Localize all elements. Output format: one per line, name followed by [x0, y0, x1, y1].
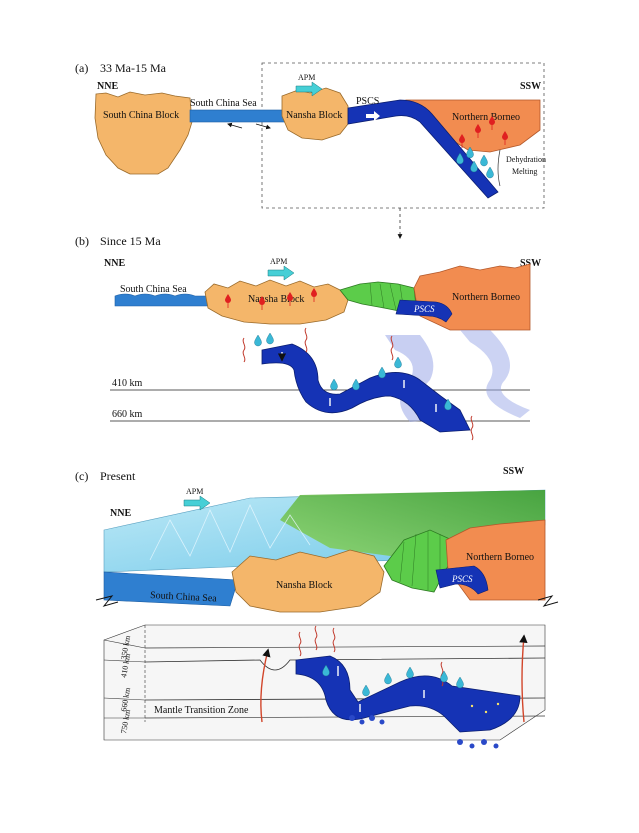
panel-b-tag: (b): [75, 234, 89, 248]
c-upwelling-arrow-right: [519, 634, 528, 723]
a-south-china-sea-label: South China Sea: [190, 98, 257, 109]
c-south-china-sea-label: South China Sea: [150, 590, 218, 605]
c-wedge-thrust-lines: [399, 531, 441, 590]
b-main-slab-shape: [261, 343, 471, 433]
c-apm-label: APM: [186, 487, 203, 496]
b-fluid-drop-icon: [394, 356, 402, 369]
b-ocean-crust: [114, 293, 211, 307]
c-plume-bubble: [349, 715, 355, 721]
a-apm-arrow-icon: [295, 81, 323, 97]
a-northern-borneo-label: Northern Borneo: [452, 112, 520, 123]
panel-b-nne-label: NNE: [104, 258, 125, 269]
c-350km-line: [144, 645, 546, 649]
a-south-china-block-shape: [94, 91, 193, 175]
b-wedge-thrust-lines: [369, 282, 405, 313]
b-fluid-drop-icon: [352, 378, 360, 391]
b-ghost-slab-2: [460, 330, 530, 418]
c-plume-bubble: [379, 719, 385, 725]
a-fluid-drop-icon: [486, 166, 494, 179]
panel-c-tag: (c): [75, 469, 88, 483]
c-pscs-plate-shape: [435, 565, 489, 595]
c-plume-bubble: [481, 739, 487, 745]
c-melt-spot: [484, 710, 488, 714]
a-melting-bracket: [497, 149, 501, 187]
b-410km-label: 410 km: [112, 378, 143, 389]
a-pscs-slab-shape: [347, 99, 499, 199]
c-plume-bubble: [493, 743, 499, 749]
c-break-symbol-right: [537, 595, 559, 607]
c-melt-spot: [470, 704, 474, 708]
b-melt-path-icon: [304, 327, 308, 353]
c-plume-bubble: [469, 743, 475, 749]
b-nansha-block-label: Nansha Block: [248, 294, 304, 305]
b-apm-arrow-icon: [267, 265, 295, 281]
panel-a-tag: (a): [75, 61, 88, 75]
b-apm-label: APM: [270, 257, 287, 266]
panel-b-ssw-label: SSW: [520, 258, 541, 269]
c-750km-label: 750 km: [119, 708, 132, 734]
b-pscs-plate-shape: [395, 299, 453, 323]
a-dehydration-label: Dehydration: [506, 155, 546, 164]
b-ghost-slab-1: [385, 335, 434, 422]
panel-b-title: Since 15 Ma: [100, 234, 161, 248]
a-ocean-crust: [189, 109, 286, 123]
c-upwelling-arrow-left: [260, 648, 271, 723]
a-slab-motion-arrow-icon: [366, 111, 380, 121]
c-350km-label: 350 km: [119, 634, 132, 660]
panel-a: (a) 33 Ma-15 Ma NNE SSW South China Bloc…: [75, 61, 546, 239]
a-fluid-drop-icon: [480, 154, 488, 167]
b-pscs-label: PSCS: [413, 304, 435, 314]
c-apm-arrow-icon: [183, 495, 211, 511]
panel-a-title: 33 Ma-15 Ma: [100, 61, 167, 75]
c-660km-label: 660 km: [119, 686, 132, 712]
c-ocean-crust-front: [103, 571, 239, 607]
c-seafloor-relief: [149, 504, 311, 561]
b-fluid-drop-icon: [254, 334, 262, 347]
c-nansha-block-label: Nansha Block: [276, 580, 332, 591]
c-plume-bubble: [359, 719, 365, 725]
a-south-china-block-label: South China Block: [103, 110, 179, 121]
c-410km-line: [144, 657, 546, 671]
b-660km-label: 660 km: [112, 409, 143, 420]
c-melt-spot: [496, 702, 500, 706]
b-melt-path-icon: [242, 337, 246, 363]
c-nansha-block-shape: [231, 549, 385, 613]
a-pscs-label: PSCS: [356, 96, 379, 107]
a-nansha-block-label: Nansha Block: [286, 110, 342, 121]
panel-a-ssw-label: SSW: [520, 81, 541, 92]
panel-c-nne-label: NNE: [110, 508, 131, 519]
b-fluid-drop-icon: [378, 366, 386, 379]
panel-a-dashed-box: [261, 62, 545, 209]
c-410km-label: 410 km: [119, 652, 132, 678]
b-south-china-sea-label: South China Sea: [120, 284, 187, 295]
panel-c: (c) Present NNE SSW South China Sea Nans…: [75, 466, 559, 749]
c-northern-borneo-label: Northern Borneo: [466, 552, 534, 563]
panel-c-ssw-label: SSW: [503, 466, 524, 477]
b-fluid-drop-icon: [330, 378, 338, 391]
b-melt-path-icon: [470, 415, 474, 441]
c-plume-bubble: [369, 715, 375, 721]
c-plume-bubble: [457, 739, 463, 745]
a-melting-label: Melting: [512, 167, 537, 176]
c-pscs-label: PSCS: [451, 574, 473, 584]
c-main-slab-shape: [295, 655, 521, 733]
a-spreading-arrow-left: [227, 122, 243, 129]
b-northern-borneo-label: Northern Borneo: [452, 292, 520, 303]
b-fluid-drop-icon: [266, 332, 274, 345]
a-apm-label: APM: [298, 73, 315, 82]
a-spreading-arrow-right: [255, 123, 271, 130]
c-break-symbol-left: [95, 595, 119, 607]
c-mtz-label: Mantle Transition Zone: [154, 705, 249, 716]
panel-c-title: Present: [100, 469, 136, 483]
panel-a-nne-label: NNE: [97, 81, 118, 92]
panel-b: (b) Since 15 Ma NNE SSW APM South China …: [75, 234, 541, 441]
c-depth-connectors: [103, 639, 146, 719]
